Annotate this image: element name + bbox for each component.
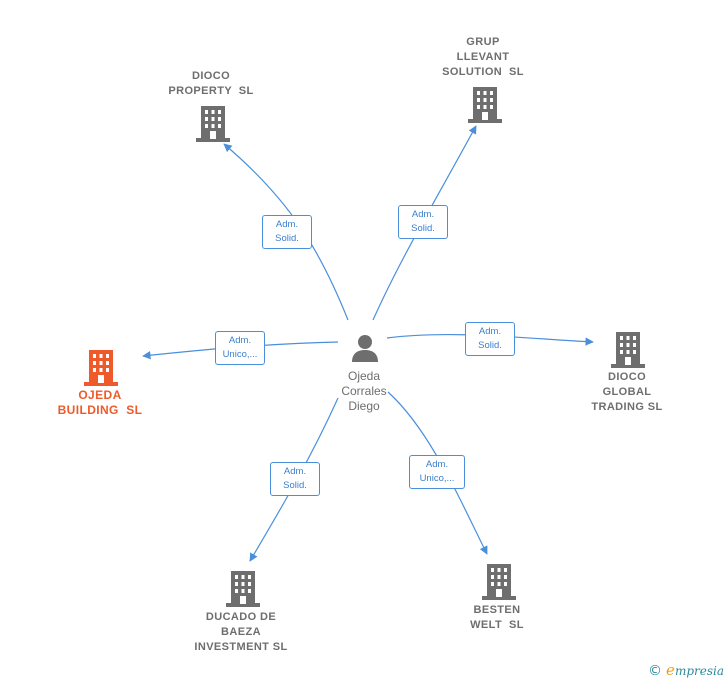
relation-text: Adm. (228, 335, 252, 346)
relation-text: Solid. (411, 223, 435, 234)
relation-text: Solid. (478, 340, 502, 351)
relation-label-dioco-property[interactable]: Adm. Solid. (262, 215, 312, 249)
company-name-line: DUCADO DE (205, 611, 277, 623)
relation-text: Unico,... (222, 349, 258, 360)
company-dioco-global[interactable]: DIOCO GLOBAL TRADING SL (567, 370, 687, 415)
company-name-line: TRADING SL (591, 401, 663, 413)
brand-name: mpresia (674, 664, 724, 678)
person-icon[interactable] (350, 333, 380, 363)
relation-text: Adm. (478, 326, 502, 337)
company-name-line: BESTEN (473, 604, 521, 616)
relation-text: Adm. (275, 219, 299, 230)
company-dioco-property[interactable]: DIOCO PROPERTY SL (151, 69, 271, 99)
relation-text: Adm. (425, 459, 449, 470)
building-icon[interactable] (196, 104, 230, 142)
company-name-line: BAEZA (221, 626, 261, 638)
person-name-line: Ojeda (347, 369, 381, 383)
copyright-icon: © (648, 663, 663, 679)
relation-text: Adm. (283, 466, 307, 477)
relation-text: Solid. (283, 480, 307, 491)
building-icon[interactable] (226, 569, 260, 607)
building-icon-highlighted[interactable] (84, 348, 118, 386)
building-icon[interactable] (611, 330, 645, 368)
relation-label-grup-llevant[interactable]: Adm. Solid. (398, 205, 448, 239)
relation-text: Unico,... (419, 473, 455, 484)
company-ojeda-building[interactable]: OJEDA BUILDING SL (40, 388, 160, 418)
company-name-line: INVESTMENT SL (194, 641, 288, 653)
relation-label-ducado[interactable]: Adm. Solid. (270, 462, 320, 496)
company-besten[interactable]: BESTEN WELT SL (437, 603, 557, 633)
relation-label-ojeda-building[interactable]: Adm. Unico,... (215, 331, 265, 365)
relation-label-besten[interactable]: Adm. Unico,... (409, 455, 465, 489)
company-name-line: GLOBAL (602, 386, 652, 398)
person-name[interactable]: Ojeda Corrales Diego (324, 369, 404, 414)
company-name-line: GRUP (466, 36, 500, 48)
company-ducado[interactable]: DUCADO DE BAEZA INVESTMENT SL (176, 610, 306, 655)
person-name-line: Corrales (341, 384, 387, 398)
building-icon[interactable] (468, 85, 502, 123)
relation-text: Adm. (411, 209, 435, 220)
building-icon[interactable] (482, 562, 516, 600)
company-name-line: PROPERTY SL (168, 85, 254, 97)
company-name-line: OJEDA (78, 388, 122, 402)
company-name-line: LLEVANT (456, 51, 510, 63)
brand-logo: ©empresia (648, 661, 724, 679)
relation-label-dioco-global[interactable]: Adm. Solid. (465, 322, 515, 356)
company-name-line: SOLUTION SL (442, 66, 524, 78)
person-name-line: Diego (348, 399, 380, 413)
company-name-line: WELT SL (470, 619, 524, 631)
company-name-line: DIOCO (607, 371, 647, 383)
company-name-line: BUILDING SL (57, 403, 143, 417)
company-name-line: DIOCO (191, 70, 231, 82)
company-grup-llevant[interactable]: GRUP LLEVANT SOLUTION SL (423, 35, 543, 80)
brand-initial: e (666, 661, 675, 679)
relation-text: Solid. (275, 233, 299, 244)
